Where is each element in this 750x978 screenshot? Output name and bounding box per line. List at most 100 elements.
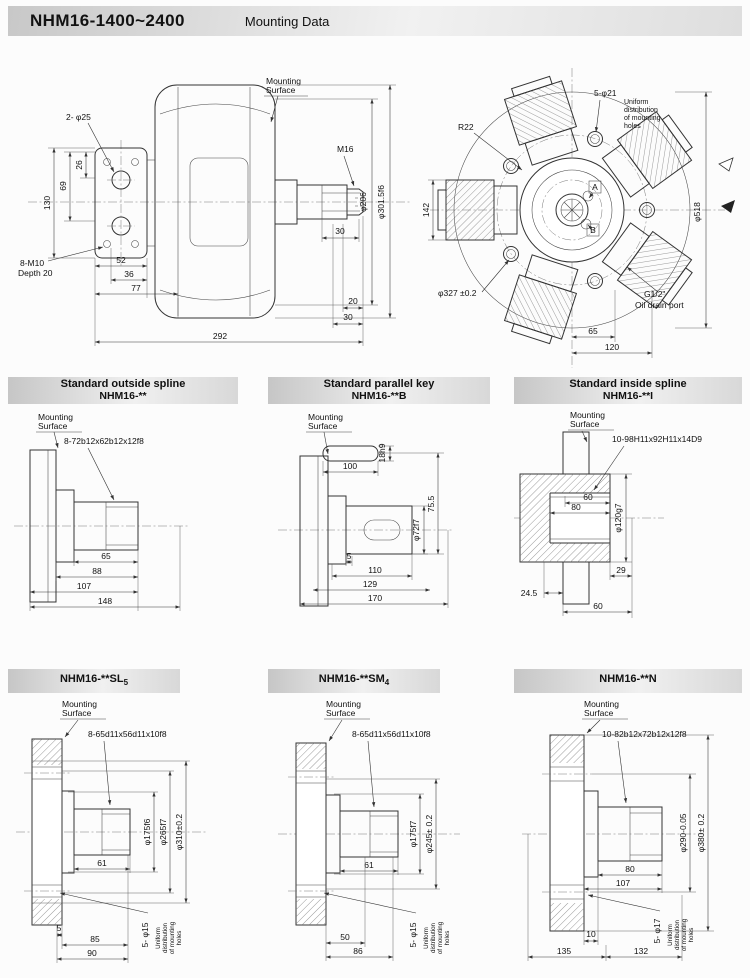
mounting-surface-label-2: Surface: [326, 708, 356, 718]
dim-50: 50: [340, 932, 350, 942]
uniform-note-2: distribution: [162, 922, 169, 952]
page-subtitle: Mounting Data: [244, 13, 330, 29]
section-header-sl5: NHM16-**SL5: [8, 669, 180, 693]
dim-77: 77: [131, 283, 141, 293]
mounting-surface-callout: Mounting Surface: [324, 699, 370, 742]
flange-hub-outline: [519, 431, 611, 605]
label-5-phi15: 5- φ15: [140, 922, 150, 947]
label-r22: R22: [458, 122, 474, 132]
section-header-n: NHM16-**N: [514, 669, 742, 693]
dimensions: 5 110 129 170 φ72f7 75.5: [300, 452, 449, 608]
dim-phi72: φ72f7: [411, 519, 421, 541]
uniform-note-1: Uniform: [155, 927, 162, 949]
key-detail: 100 18h9: [322, 443, 394, 476]
uniform-note-3: of mounting: [437, 921, 444, 954]
n-drawing: Mounting Surface 10-82b12x72b12x12f8 80 …: [522, 699, 714, 961]
mounting-surface-label-1: Mounting: [570, 410, 605, 420]
dim-61: 61: [97, 858, 107, 868]
dim-88: 88: [92, 566, 102, 576]
label-depth-20: Depth 20: [18, 268, 53, 278]
flange-shaft-outline: [299, 455, 413, 607]
dim-132: 132: [634, 946, 648, 956]
dim-120: 120: [605, 342, 619, 352]
dim-phi327: φ327 ±0.2: [438, 288, 477, 298]
dim-phi120: φ120g7: [613, 503, 623, 532]
dim-85: 85: [90, 934, 100, 944]
uniform-note-2: distribution: [624, 107, 658, 114]
port-a-label: A: [592, 182, 598, 192]
rotation-direction-arrows: [718, 157, 735, 213]
dim-5: 5: [57, 923, 62, 933]
page-header: NHM16-1400~2400 Mounting Data: [8, 6, 742, 36]
dim-129: 129: [363, 579, 377, 589]
dim-142: 142: [421, 203, 431, 217]
rotation-arrow-outline-icon: [718, 157, 734, 172]
dim-65: 65: [101, 551, 111, 561]
dim-phi175: φ175f7: [408, 820, 418, 847]
holes-callout-5xphi15: 5- φ15 Uniform distribution of mounting …: [59, 892, 183, 954]
inside-spline-drawing: Mounting Surface 10-98H11x92H11x14D9 60 …: [514, 410, 702, 618]
dim-36: 36: [124, 269, 134, 279]
output-shaft-outline: [274, 179, 364, 225]
outside-spline-drawing: Mounting Surface 8-72b12x62b12x12f8 65 8…: [14, 412, 188, 611]
uniform-note-2: distribution: [674, 919, 681, 949]
uniform-note-4: holes: [444, 931, 451, 946]
centerlines: [28, 140, 410, 268]
dim-phi518: φ518: [692, 202, 702, 222]
dim-80: 80: [625, 864, 635, 874]
uniform-note-1: Uniform: [667, 924, 674, 946]
dim-110: 110: [368, 565, 382, 575]
spline-callout: 8-65d11x56d11x10f8: [88, 729, 167, 806]
dim-60-depth: 60: [583, 492, 593, 502]
bottom-dimensions: 52 36 77 20 30 292: [94, 216, 364, 346]
uniform-note-1: Uniform: [624, 99, 649, 106]
mounting-surface-label-2: Surface: [266, 85, 296, 95]
holes-callout-5xphi15: 5- φ15 Uniform distribution of mounting …: [323, 892, 451, 954]
dim-phi265: φ265f7: [158, 818, 168, 845]
side-view-drawing: Mounting Surface 2- φ25 8-M10 Depth 20 2…: [18, 76, 410, 346]
section-model: NHM16-**N: [599, 673, 657, 686]
mounting-surface-callout: Mounting Surface: [306, 412, 352, 455]
mounting-flange-outline: [94, 147, 148, 259]
flange-shaft-outline: [24, 738, 131, 926]
dim-5: 5: [347, 551, 352, 561]
dimensions: 61 φ175f7 φ245± 0.2 50 86: [325, 778, 440, 961]
central-hub: [519, 157, 625, 263]
holes-callout-5xphi17: 5- φ17 Uniform distribution of mounting …: [587, 894, 695, 951]
mounting-surface-callout: Mounting Surface: [568, 410, 614, 443]
uniform-note-3: of mounting: [624, 115, 661, 122]
thread-callout-8xM10: 8-M10 Depth 20: [18, 246, 104, 278]
dim-phi175: φ175f6: [142, 818, 152, 845]
dim-170: 170: [368, 593, 382, 603]
section-header-outside-spline: Standard outside spline NHM16-**: [8, 377, 238, 404]
spline-spec-label: 10-98H11x92H11x14D9: [612, 434, 702, 444]
mounting-surface-label-2: Surface: [308, 421, 338, 431]
mounting-surface-callout: Mounting Surface: [36, 412, 82, 449]
port-markers: A B: [586, 180, 602, 237]
label-g12: G1/2": [644, 289, 665, 299]
dim-107: 107: [616, 878, 630, 888]
dim-80: 80: [571, 502, 581, 512]
dim-130: 130: [42, 196, 52, 210]
dim-90: 90: [87, 948, 97, 958]
mounting-surface-label-2: Surface: [584, 708, 614, 718]
dim-phi301: φ301.5f6: [376, 185, 386, 219]
label-5-phi21: 5-φ21: [594, 88, 617, 98]
oil-drain-callout: G1/2" Oil drain port: [626, 266, 684, 310]
dimensions: 60 80 φ120g7 29 24.5 60: [521, 473, 633, 618]
section-model: NHM16-**: [99, 389, 147, 402]
dim-292: 292: [213, 331, 227, 341]
mounting-surface-callout: Mounting Surface: [60, 699, 106, 738]
shaft-dimensions: 30 M16 φ206 φ301.5f6: [275, 84, 396, 319]
section-model-sub: 4: [384, 678, 390, 688]
dim-26: 26: [74, 160, 84, 170]
r22-callout: R22: [458, 122, 523, 171]
dim-61: 61: [364, 860, 374, 870]
spline-spec-label: 8-65d11x56d11x10f8: [352, 729, 431, 739]
dim-phi206: φ206: [358, 192, 368, 212]
dim-60-bottom: 60: [593, 601, 603, 611]
mounting-surface-label-2: Surface: [38, 421, 68, 431]
dim-24-5: 24.5: [521, 588, 538, 598]
front-view-drawing: A B 5-φ21 Uniform distribution of mounti…: [421, 68, 735, 368]
radial-cylinders: [437, 75, 693, 345]
